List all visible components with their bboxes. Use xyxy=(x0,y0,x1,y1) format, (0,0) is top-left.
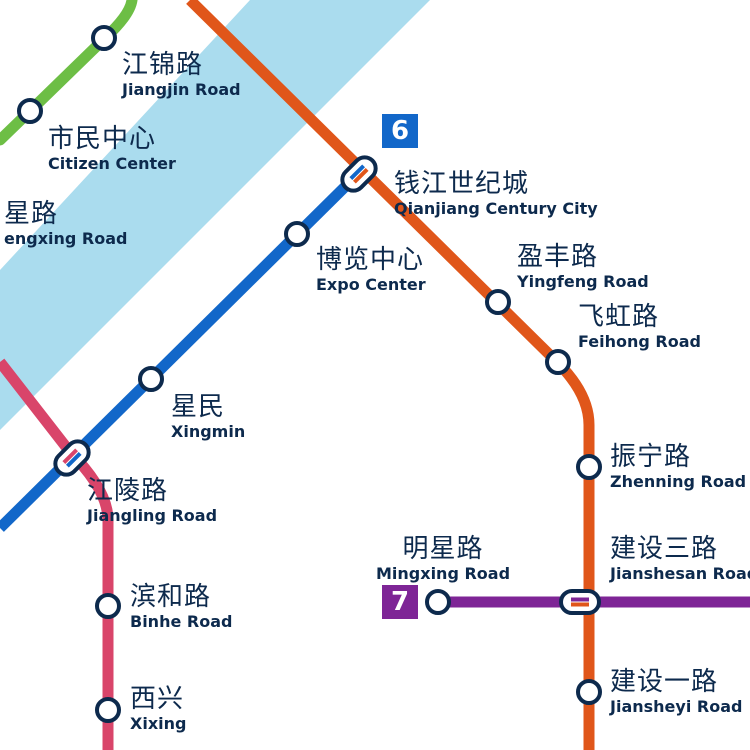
station-marker-citizen-center[interactable] xyxy=(17,98,43,124)
station-name-zh: 江锦路 xyxy=(122,50,204,80)
station-name-en: Xingmin xyxy=(171,422,246,441)
station-label-xingmin[interactable]: 星民 Xingmin xyxy=(171,392,245,441)
station-name-zh: 建设一路 xyxy=(610,667,719,697)
station-name-zh: 滨和路 xyxy=(130,582,212,612)
station-label-yingfeng-road[interactable]: 盈丰路 Yingfeng Road xyxy=(517,242,649,291)
station-marker-xingmin[interactable] xyxy=(138,366,164,392)
station-name-en: Qianjiang Century City xyxy=(394,199,598,218)
line-red xyxy=(0,358,114,750)
station-name-en: engxing Road xyxy=(4,229,128,248)
station-marker-jiangjin-road[interactable] xyxy=(91,25,117,51)
line-7-badge[interactable]: 7 xyxy=(382,585,418,619)
station-name-zh: 江陵路 xyxy=(87,476,169,506)
station-name-en: Feihong Road xyxy=(578,332,701,351)
station-marker-jiansheyi-road[interactable] xyxy=(576,679,602,705)
station-name-zh: 明星路 xyxy=(402,534,484,564)
station-marker-xixing[interactable] xyxy=(95,697,121,723)
station-marker-feihong-road[interactable] xyxy=(545,349,571,375)
station-name-en: Yingfeng Road xyxy=(517,272,649,291)
line-6-badge[interactable]: 6 xyxy=(382,114,418,148)
station-label-mingxing-road[interactable]: 明星路 Mingxing Road xyxy=(376,534,510,583)
station-name-zh: 飞虹路 xyxy=(578,302,660,332)
interchange-marker-jiangling-road[interactable] xyxy=(51,437,93,479)
station-label-binhe-road[interactable]: 滨和路 Binhe Road xyxy=(130,582,232,631)
station-label-zhenning-road[interactable]: 振宁路 Zhenning Road xyxy=(610,442,746,491)
station-name-en: Jiansheyi Road xyxy=(610,697,743,716)
station-name-en: Jianshesan Road xyxy=(610,564,750,583)
station-name-en: Xixing xyxy=(130,714,187,733)
station-label-jiangjin-road[interactable]: 江锦路 Jiangjin Road xyxy=(122,50,241,99)
station-marker-expo-center[interactable] xyxy=(284,221,310,247)
station-marker-zhenning-road[interactable] xyxy=(576,454,602,480)
station-name-en: Expo Center xyxy=(316,275,426,294)
station-label-jianshesan-road[interactable]: 建设三路 Jianshesan Road xyxy=(610,534,750,583)
station-marker-binhe-road[interactable] xyxy=(95,593,121,619)
station-name-en: Zhenning Road xyxy=(610,472,747,491)
river xyxy=(0,0,430,430)
station-label-citizen-center[interactable]: 市民中心 Citizen Center xyxy=(48,124,176,173)
interchange-marker-qianjiang-century-city[interactable] xyxy=(338,153,380,195)
station-label-xixing[interactable]: 西兴 Xixing xyxy=(130,684,186,733)
station-name-zh: 星路 xyxy=(4,199,59,229)
station-name-en: Citizen Center xyxy=(48,154,176,173)
station-name-zh: 钱江世纪城 xyxy=(394,169,530,199)
interchange-marker-jianshesan-road[interactable] xyxy=(559,589,601,615)
station-name-en: Binhe Road xyxy=(130,612,233,631)
station-label-jiangling-road[interactable]: 江陵路 Jiangling Road xyxy=(87,476,217,525)
station-marker-yingfeng-road[interactable] xyxy=(485,289,511,315)
station-name-zh: 盈丰路 xyxy=(517,242,599,272)
station-marker-mingxing-road[interactable] xyxy=(425,589,451,615)
station-label-xingxing-road[interactable]: 星路 engxing Road xyxy=(4,199,127,248)
station-name-en: Jiangjin Road xyxy=(122,80,241,99)
station-name-zh: 西兴 xyxy=(130,684,185,714)
station-name-zh: 建设三路 xyxy=(610,534,719,564)
station-name-zh: 星民 xyxy=(171,392,226,422)
station-label-expo-center[interactable]: 博览中心 Expo Center xyxy=(316,245,426,294)
station-name-zh: 博览中心 xyxy=(316,245,425,275)
station-label-feihong-road[interactable]: 飞虹路 Feihong Road xyxy=(578,302,701,351)
station-label-qianjiang-century-city[interactable]: 钱江世纪城 Qianjiang Century City xyxy=(394,169,598,218)
station-label-jiansheyi-road[interactable]: 建设一路 Jiansheyi Road xyxy=(610,667,742,716)
station-name-en: Jiangling Road xyxy=(87,506,218,525)
station-name-zh: 市民中心 xyxy=(48,124,157,154)
station-name-en: Mingxing Road xyxy=(376,564,511,583)
station-name-zh: 振宁路 xyxy=(610,442,692,472)
